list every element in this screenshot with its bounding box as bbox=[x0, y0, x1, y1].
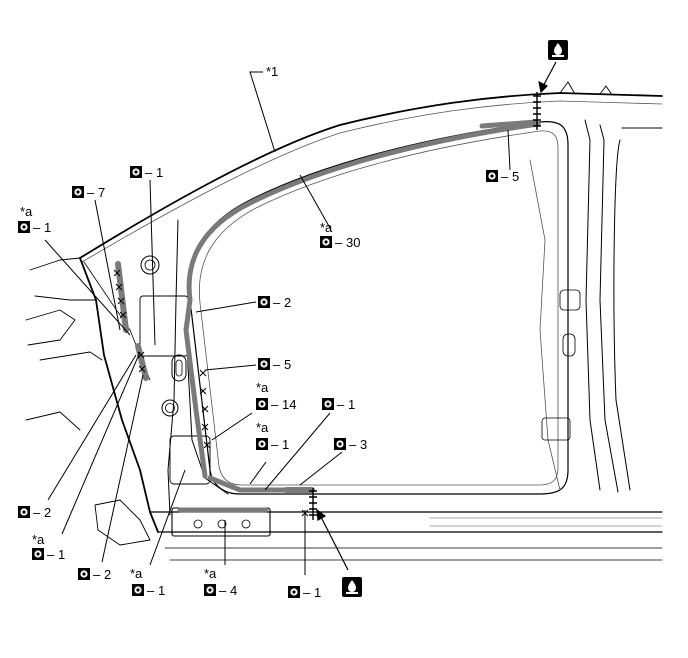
spot-weld-icon bbox=[320, 236, 332, 248]
weld-count: 1 bbox=[156, 165, 163, 180]
weld-count: 4 bbox=[230, 583, 237, 598]
callout-a-bottom-4: *a – 4 bbox=[204, 566, 237, 598]
callout-a-30: *a – 30 bbox=[320, 220, 360, 250]
spot-weld-icon bbox=[322, 398, 334, 410]
spot-weld-icon bbox=[18, 221, 30, 233]
svg-text:–: – bbox=[33, 220, 41, 235]
svg-text:–: – bbox=[273, 295, 281, 310]
weld-count: 1 bbox=[314, 585, 321, 600]
spot-weld-icon bbox=[18, 506, 30, 518]
body-outline bbox=[25, 81, 663, 561]
weld-count: 2 bbox=[284, 295, 291, 310]
weld-count: 1 bbox=[58, 547, 65, 562]
svg-text:–: – bbox=[47, 547, 55, 562]
weld-count: 7 bbox=[98, 185, 105, 200]
svg-text:–: – bbox=[337, 397, 345, 412]
callout-left-2: – 2 bbox=[18, 505, 51, 520]
svg-text:–: – bbox=[271, 397, 279, 412]
callout-7: – 7 bbox=[72, 185, 105, 200]
svg-text:–: – bbox=[501, 169, 509, 184]
weld-count: 1 bbox=[282, 437, 289, 452]
callout-star1-label: *1 bbox=[266, 64, 278, 79]
callout-marker: *a bbox=[130, 566, 143, 581]
callout-mid-5: – 5 bbox=[258, 357, 291, 372]
weld-count: 3 bbox=[360, 437, 367, 452]
callout-a-lowleft-1: *a – 1 bbox=[32, 532, 65, 562]
spot-weld-icon bbox=[32, 548, 44, 560]
svg-text:–: – bbox=[33, 505, 41, 520]
callout-marker: *a bbox=[320, 220, 333, 235]
spot-weld-icon bbox=[258, 296, 270, 308]
spot-weld-icon bbox=[130, 166, 142, 178]
weld-count: 5 bbox=[284, 357, 291, 372]
svg-text:–: – bbox=[335, 235, 343, 250]
weld-count: 1 bbox=[44, 220, 51, 235]
weld-count: 1 bbox=[158, 583, 165, 598]
sealer-apply-icon bbox=[342, 577, 362, 597]
spot-weld-icon bbox=[258, 358, 270, 370]
arrows bbox=[316, 61, 557, 571]
svg-text:–: – bbox=[219, 583, 227, 598]
callout-3: – 3 bbox=[334, 437, 367, 452]
svg-text:–: – bbox=[273, 357, 281, 372]
svg-text:–: – bbox=[349, 437, 357, 452]
svg-text:–: – bbox=[303, 585, 311, 600]
spot-weld-icon bbox=[288, 586, 300, 598]
weld-marks bbox=[113, 269, 309, 517]
spot-weld-icon bbox=[78, 568, 90, 580]
spot-weld-icon bbox=[132, 584, 144, 596]
callout-marker: *a bbox=[256, 380, 269, 395]
callout-a-bottom-1: *a – 1 bbox=[130, 566, 165, 598]
weld-count: 14 bbox=[282, 397, 296, 412]
callout-up-1: – 1 bbox=[130, 165, 163, 180]
svg-text:–: – bbox=[147, 583, 155, 598]
sealer-apply-icon bbox=[548, 40, 568, 60]
spot-weld-icon bbox=[72, 186, 84, 198]
weld-count: 1 bbox=[348, 397, 355, 412]
spot-weld-icon bbox=[204, 584, 216, 596]
spot-weld-icon bbox=[334, 438, 346, 450]
callout-marker: *a bbox=[20, 204, 33, 219]
callout-marker: *a bbox=[204, 566, 217, 581]
spot-weld-icon bbox=[256, 438, 268, 450]
weld-count: 30 bbox=[346, 235, 360, 250]
callout-a-left-1: *a – 1 bbox=[18, 204, 51, 235]
svg-text:–: – bbox=[93, 567, 101, 582]
svg-text:–: – bbox=[87, 185, 95, 200]
spot-weld-icon bbox=[256, 398, 268, 410]
leader-lines bbox=[44, 71, 511, 575]
spot-weld-icon bbox=[486, 170, 498, 182]
svg-text:–: – bbox=[145, 165, 153, 180]
callout-low-2: – 2 bbox=[78, 567, 111, 582]
svg-text:–: – bbox=[271, 437, 279, 452]
callout-marker: *a bbox=[32, 532, 45, 547]
roof-joint-hatch bbox=[533, 92, 541, 130]
callout-a-14: *a – 14 bbox=[256, 380, 296, 412]
callout-a-1b: *a – 1 bbox=[256, 420, 289, 452]
sealer-bands bbox=[115, 119, 541, 513]
rocker-joint-hatch bbox=[309, 488, 317, 520]
callout-right-1: – 1 bbox=[322, 397, 355, 412]
weld-count: 2 bbox=[44, 505, 51, 520]
weld-count: 5 bbox=[512, 169, 519, 184]
callout-marker: *a bbox=[256, 420, 269, 435]
callout-mid-2: – 2 bbox=[258, 295, 291, 310]
callout-bottom-1: – 1 bbox=[288, 585, 321, 600]
callout-top-5: – 5 bbox=[486, 169, 519, 184]
weld-count: 2 bbox=[104, 567, 111, 582]
